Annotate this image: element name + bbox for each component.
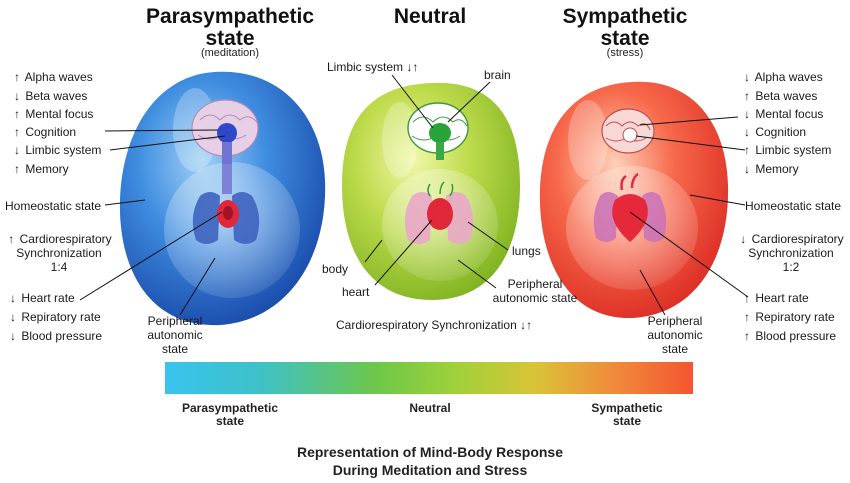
scale-middle-label: Neutral <box>409 401 451 415</box>
right-list-item: ↓ Cognition <box>744 125 807 139</box>
left-list-item: ↓ Blood pressure <box>10 329 103 343</box>
right-cardio-label: ↓ Cardiorespiratory Synchronization 1:2 <box>740 232 844 274</box>
neutral-body-label: body <box>322 262 349 276</box>
left-cardio-label: ↑ Cardiorespiratory Synchronization 1:4 <box>8 232 112 274</box>
right-list-item: ↓ Memory <box>744 162 799 176</box>
right-peripheral-label: Peripheral autonomic state <box>647 314 703 356</box>
parasympathetic-title: Parasympathetic state <box>145 5 315 50</box>
figure-caption: Representation of Mind-Body Response Dur… <box>296 444 564 478</box>
neutral-peripheral-label: Peripheral autonomic state <box>492 277 578 305</box>
left-list-item: ↑ Mental focus <box>14 107 94 121</box>
left-peripheral-label: Peripheral autonomic state <box>147 314 203 356</box>
arrow-icon: ↓ <box>14 89 20 103</box>
arrow-icon: ↓ <box>744 125 750 139</box>
arrow-icon: ↓ <box>14 143 20 157</box>
neutral-body-shape <box>342 82 520 300</box>
arrow-icon: ↑ <box>744 310 750 324</box>
parasympathetic-chest <box>192 164 260 244</box>
left-list-item: ↑ Cognition <box>14 125 77 139</box>
parasympathetic-brain <box>191 99 259 164</box>
neutral-brain-label: brain <box>484 68 511 82</box>
parasympathetic-body-shape <box>119 71 326 326</box>
right-homeostatic-label: Homeostatic state <box>745 199 842 213</box>
arrow-icon: ↑ <box>14 70 20 84</box>
right-list-item: ↑ Blood pressure <box>744 329 837 343</box>
left-list-item: ↓ Repiratory rate <box>10 310 101 324</box>
left-list-item: ↓ Heart rate <box>10 291 75 305</box>
sympathetic-brain <box>601 108 655 154</box>
right-list-item: ↓ Mental focus <box>744 107 824 121</box>
left-list-item: ↑ Memory <box>14 162 69 176</box>
arrow-icon: ↓ <box>744 162 750 176</box>
arrow-icon: ↓ <box>740 232 747 246</box>
right-leader-lines <box>629 116 749 316</box>
neutral-title: Neutral <box>393 5 467 28</box>
arrow-icon: ↓ <box>10 310 16 324</box>
arrow-icon: ↑ <box>14 125 20 139</box>
neutral-limbic-label: Limbic system ↓↑ <box>327 60 419 74</box>
sympathetic-title: Sympathetic state <box>562 5 688 50</box>
arrow-icon: ↑ <box>8 232 15 246</box>
arrow-icon: ↑ <box>744 329 750 343</box>
left-homeostatic-label: Homeostatic state <box>5 199 102 213</box>
neutral-chest <box>404 181 474 244</box>
scale-left-label: Parasympathetic state <box>181 401 279 428</box>
right-list-item: ↓ Alpha waves <box>744 70 823 84</box>
neutral-lungs-label: lungs <box>512 244 541 258</box>
sympathetic-chest <box>593 172 667 242</box>
state-gradient-scale <box>165 362 693 394</box>
left-leader-lines <box>79 129 226 316</box>
scale-right-label: Sympathetic state <box>591 401 663 428</box>
left-list-item: ↓ Beta waves <box>14 89 88 103</box>
neutral-leader-lines <box>364 74 509 289</box>
right-list-item: ↑ Limbic system <box>744 143 832 157</box>
arrow-icon: ↑ <box>744 89 750 103</box>
parasympathetic-subtitle: (meditation) <box>200 47 260 59</box>
arrow-icon: ↓ <box>10 291 16 305</box>
left-list-item: ↓ Limbic system <box>14 143 102 157</box>
arrow-icon: ↑ <box>14 162 20 176</box>
sympathetic-subtitle: (stress) <box>606 47 644 59</box>
right-list-item: ↑ Repiratory rate <box>744 310 835 324</box>
arrow-icon: ↓ <box>10 329 16 343</box>
right-list-item: ↑ Heart rate <box>744 291 809 305</box>
arrow-icon: ↑ <box>744 291 750 305</box>
arrow-icon: ↑ <box>14 107 20 121</box>
right-list-item: ↑ Beta waves <box>744 89 818 103</box>
left-list-item: ↑ Alpha waves <box>14 70 93 84</box>
arrow-icon: ↓ <box>744 107 750 121</box>
arrow-icon: ↓ <box>744 70 750 84</box>
neutral-heart-label: heart <box>342 285 370 299</box>
neutral-cardio-label: Cardiorespiratory Synchronization ↓↑ <box>336 318 533 332</box>
arrow-icon: ↑ <box>744 143 750 157</box>
